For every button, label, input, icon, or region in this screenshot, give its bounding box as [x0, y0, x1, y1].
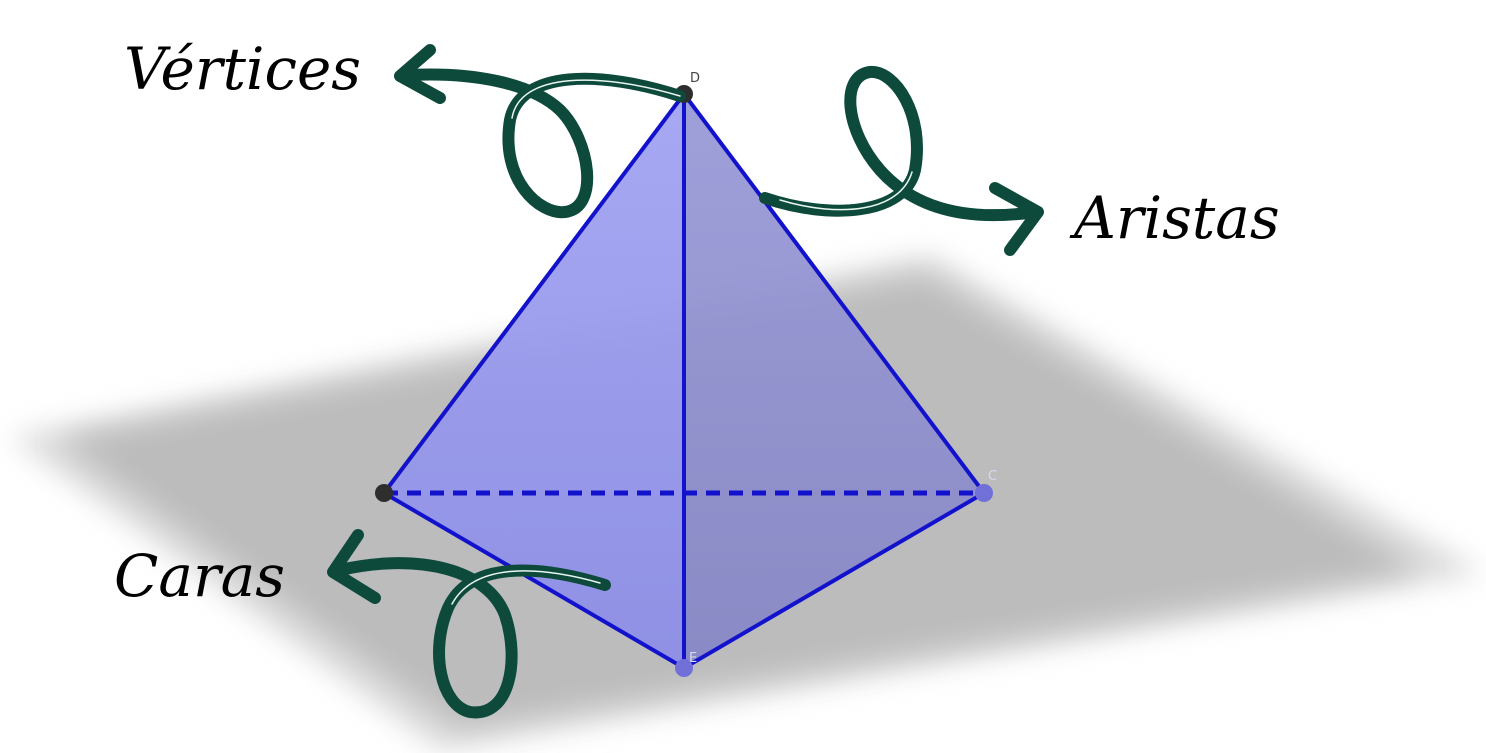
faces-curly-arrow [327, 529, 611, 719]
label-faces: Caras [114, 542, 285, 610]
vertex-label-top: D [690, 71, 700, 86]
edge-left-bottom [382, 491, 686, 670]
edges-curly-arrow [759, 66, 1044, 256]
vertices-curly-arrow [394, 44, 686, 219]
tetrahedron-faces [384, 94, 984, 668]
face-right [684, 94, 984, 668]
vertex-left [375, 484, 393, 502]
edge-top-right [682, 92, 986, 495]
label-vertices: Vértices [124, 35, 361, 103]
vertex-label-right: C [988, 469, 997, 484]
vertex-right [975, 484, 993, 502]
annotation-arrows [327, 44, 1044, 719]
label-edges: Aristas [1069, 184, 1280, 252]
edge-top-left [382, 92, 686, 495]
vertex-label-bottom: E [689, 651, 697, 666]
face-left [384, 94, 684, 668]
tetrahedron-edges [382, 92, 986, 670]
vertex-bottom [675, 659, 693, 677]
edge-right-bottom [682, 491, 986, 670]
